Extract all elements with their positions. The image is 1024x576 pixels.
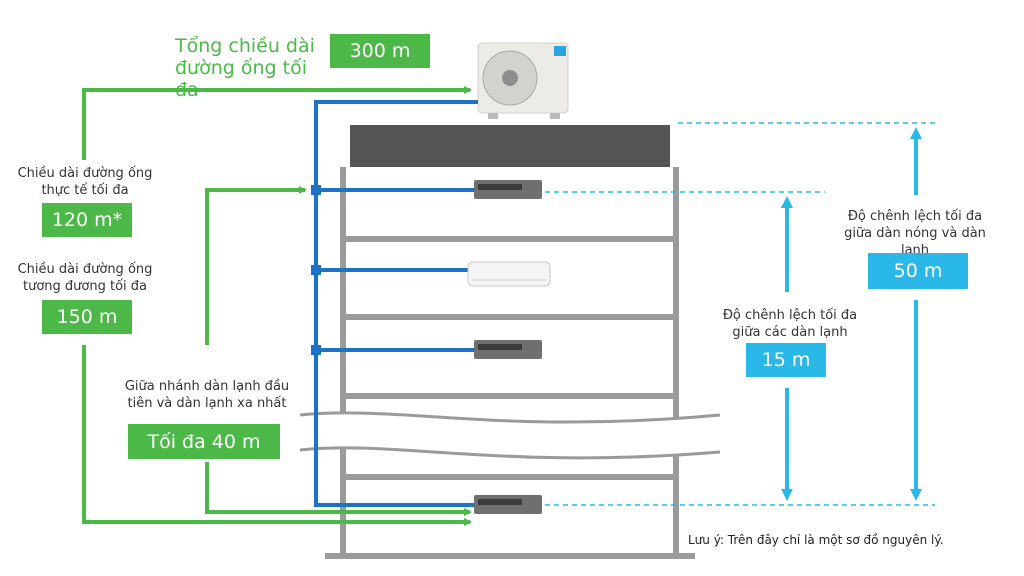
total-length-title: Tổng chiều dài đường ống tối đa (175, 35, 315, 101)
indoor-unit-duct-2 (474, 340, 542, 359)
actual-length-title: Chiều dài đường ống thực tế tối đa (17, 166, 153, 198)
branch-value: Tối đa 40 m (128, 424, 280, 459)
refrigerant-piping (314, 100, 478, 507)
outdoor-indoor-diff-value: 50 m (868, 253, 968, 289)
height-guides (545, 122, 935, 506)
branch-title: Giữa nhánh dàn lạnh đầu tiên và dàn lạnh… (124, 379, 290, 411)
actual-length-value: 120 m* (42, 203, 132, 237)
indoor-unit-duct-3 (474, 495, 542, 514)
equivalent-length-value: 150 m (42, 300, 132, 334)
diagram-note: Lưu ý: Trên đây chỉ là một sơ đồ nguyên … (688, 533, 944, 547)
indoor-diff-value: 15 m (746, 343, 826, 377)
building (299, 125, 721, 559)
indoor-unit-duct-1 (474, 180, 542, 199)
outdoor-indoor-diff-title: Độ chênh lệch tối đa giữa dàn nóng và dà… (844, 209, 986, 258)
indoor-unit-wall (467, 261, 551, 287)
indoor-diff-title: Độ chênh lệch tối đa giữa các dàn lạnh (722, 308, 858, 340)
building-roof (350, 125, 670, 167)
height-arrows (781, 127, 922, 501)
equivalent-length-title: Chiều dài đường ống tương đương tối đa (17, 262, 153, 294)
green-dimension-lines (82, 86, 472, 526)
outdoor-unit-icon (477, 42, 569, 119)
total-length-value: 300 m (330, 34, 430, 68)
